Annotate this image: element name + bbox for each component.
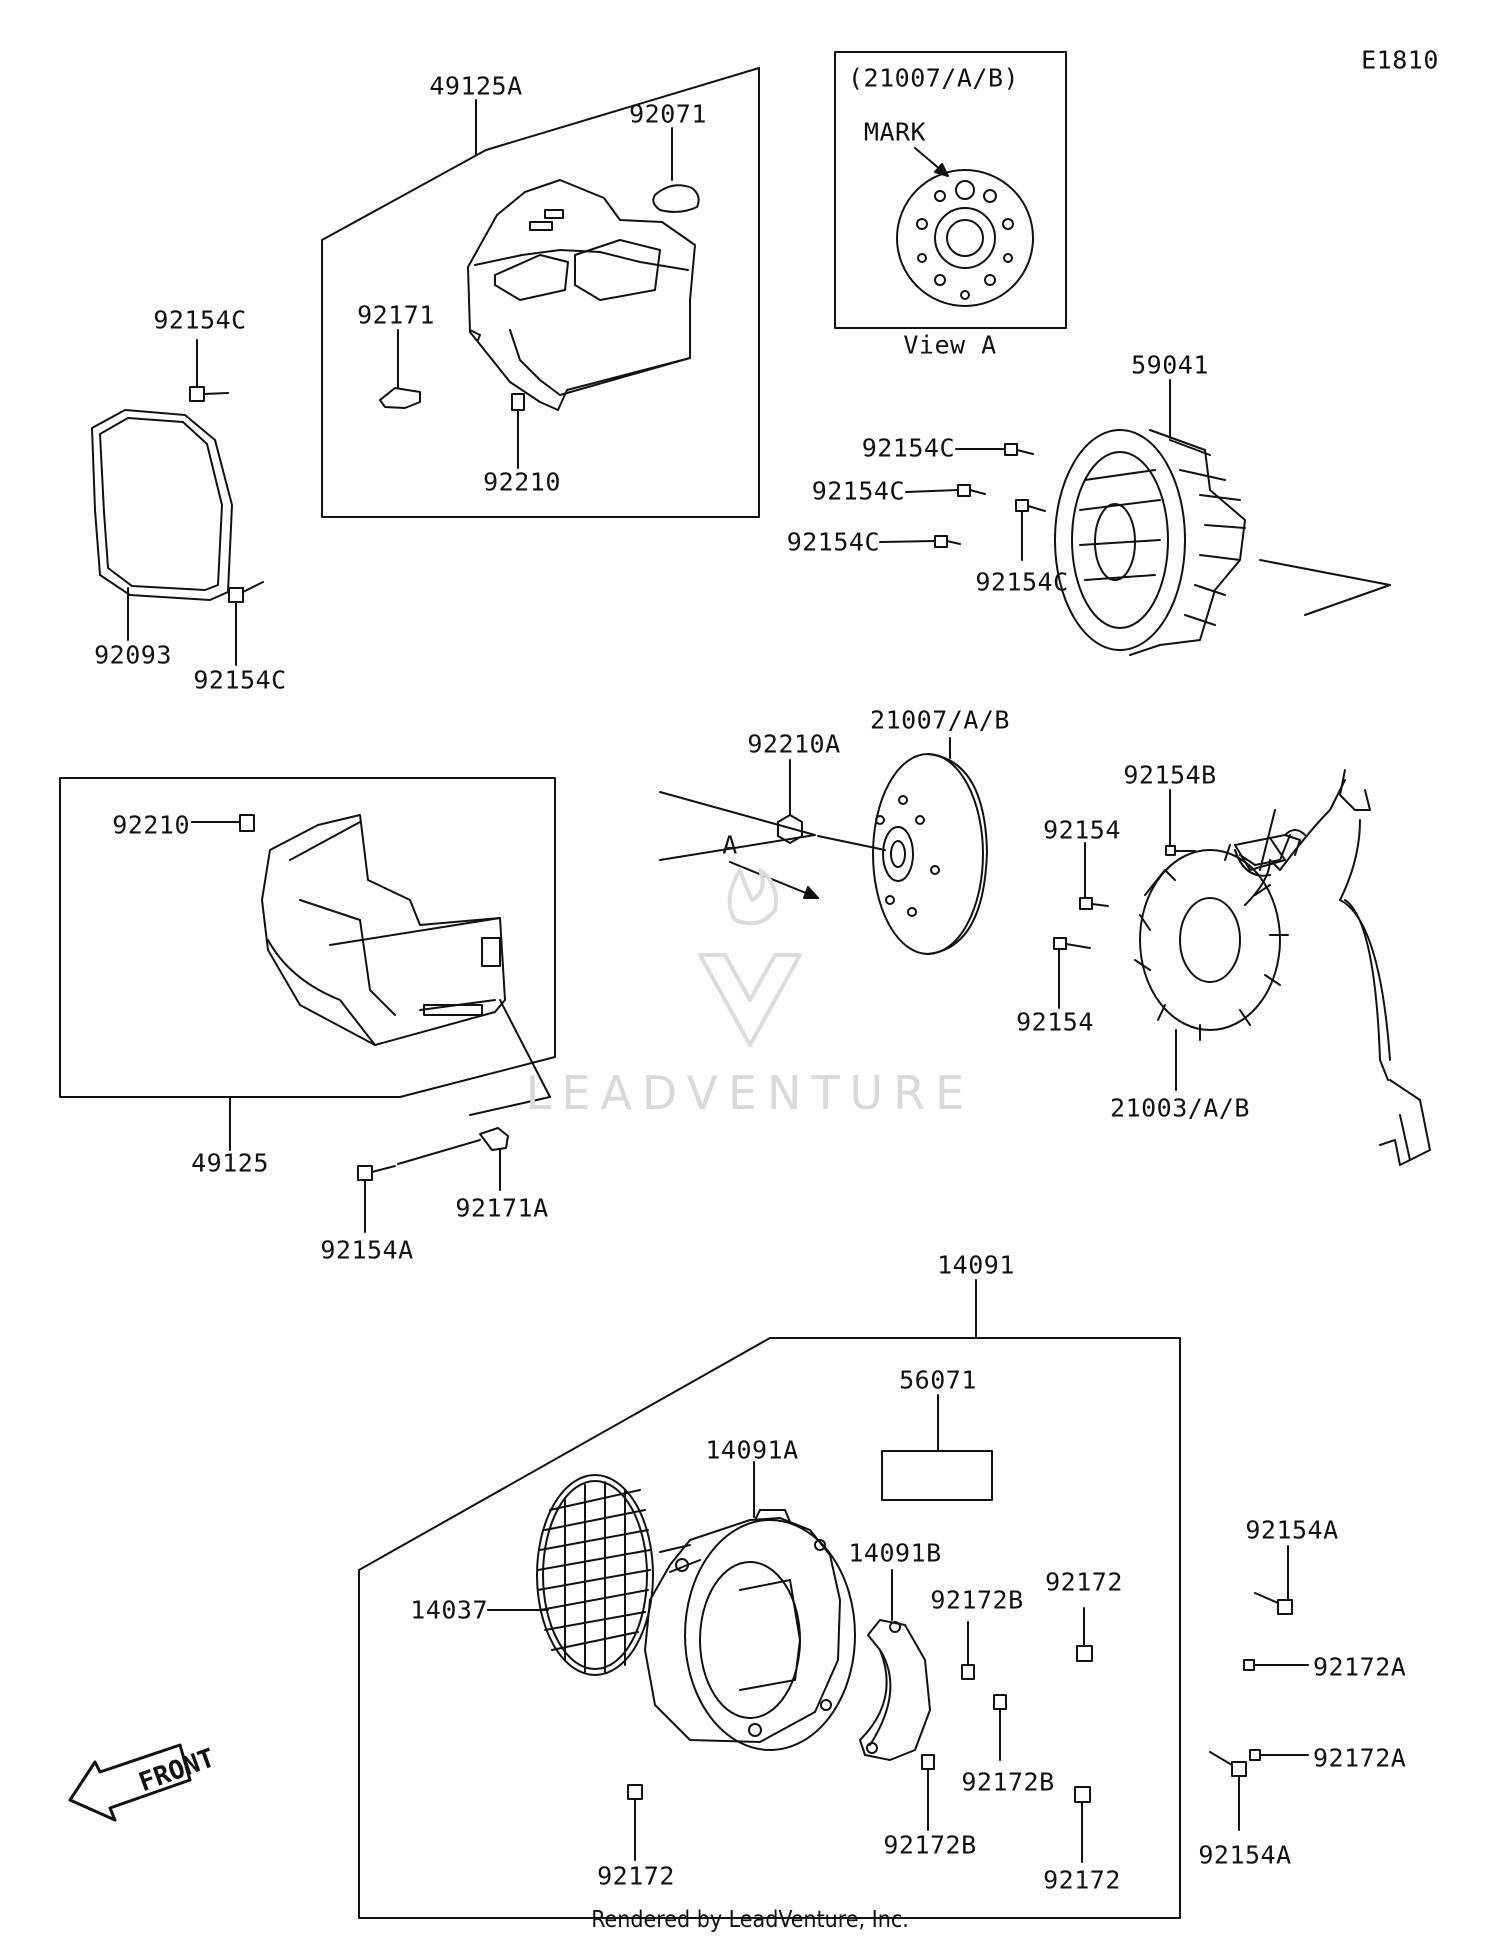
label-56071-part (881, 1394, 993, 1501)
bolt-92172A-2-part (1249, 1749, 1309, 1761)
bolt-92172A-1-part (1243, 1659, 1309, 1671)
part-label-49125A[interactable]: 49125A (429, 71, 523, 101)
part-label-92172B-2[interactable]: 92172B (961, 1767, 1055, 1797)
bolt-92154A-3-part (1209, 1751, 1247, 1831)
part-label-92154-2[interactable]: 92154 (1016, 1007, 1094, 1037)
part-label-14091[interactable]: 14091 (937, 1250, 1015, 1280)
connector-92154B-bracket (1234, 829, 1306, 871)
part-label-92172-3[interactable]: 92172 (1043, 1865, 1121, 1895)
view-a-mark: MARK (863, 117, 927, 147)
footer-credit: Rendered by LeadVenture, Inc. (591, 1907, 909, 1933)
part-label-92210-mid[interactable]: 92210 (112, 810, 190, 840)
part-label-92154C-2[interactable]: 92154C (193, 665, 287, 695)
stator-21003-part (1134, 769, 1431, 1166)
part-label-92154C-6[interactable]: 92154C (975, 567, 1069, 597)
grille-14037-part (487, 1474, 654, 1676)
part-label-92154B[interactable]: 92154B (1123, 760, 1217, 790)
part-label-92154C-4[interactable]: 92154C (811, 476, 905, 506)
part-label-92154C-1[interactable]: 92154C (153, 305, 247, 335)
bolt-92154-2-part (1053, 937, 1091, 1009)
bolt-92172-1-part (1076, 1607, 1093, 1662)
group-box-14091 (358, 1279, 1181, 1919)
part-label-49125[interactable]: 49125 (191, 1148, 269, 1178)
part-label-92210A[interactable]: 92210A (747, 729, 841, 759)
bolt-92154C-1-part (189, 339, 229, 402)
housing-14091A-part (644, 1461, 856, 1751)
nut-92210-top-part (511, 393, 525, 469)
part-label-92154A-3[interactable]: 92154A (1198, 1840, 1292, 1870)
part-label-92154C-5[interactable]: 92154C (786, 527, 880, 557)
view-a-code: (21007/A/B) (848, 63, 1020, 93)
bolt-92172B-2-part (993, 1694, 1007, 1761)
watermark-logo-icon (698, 868, 802, 1047)
part-label-14091B[interactable]: 14091B (848, 1538, 942, 1568)
part-label-59041[interactable]: 59041 (1131, 350, 1209, 380)
bolt-92172B-1-part (961, 1621, 975, 1680)
part-label-14091A[interactable]: 14091A (705, 1435, 799, 1465)
part-label-92154A-2[interactable]: 92154A (1245, 1515, 1339, 1545)
shroud-upper-part (467, 179, 696, 411)
part-label-92172B-1[interactable]: 92172B (930, 1585, 1024, 1615)
group-box-49125A (321, 67, 760, 518)
part-label-92154C-3[interactable]: 92154C (861, 433, 955, 463)
bolt-92154-1-part (1079, 842, 1109, 910)
part-label-92172B-3[interactable]: 92172B (883, 1830, 977, 1860)
bolt-92172-2-part (627, 1784, 643, 1861)
watermark-text: LEADVENTURE (525, 1066, 975, 1120)
bolt-92172B-3-part (921, 1754, 935, 1831)
view-a-box (834, 51, 1067, 329)
bolt-92154B-part (1165, 789, 1196, 856)
gasket-92093-part (91, 409, 233, 641)
view-arrow-a (729, 861, 819, 899)
diagram-code: E1810 (1361, 45, 1439, 75)
clamp-92171A-part (397, 999, 551, 1191)
part-label-92172-2[interactable]: 92172 (597, 1861, 675, 1891)
flywheel-21007-part (659, 737, 988, 955)
part-label-92172A-1[interactable]: 92172A (1313, 1652, 1407, 1682)
part-label-92093[interactable]: 92093 (94, 640, 172, 670)
fan-59041-part (1054, 379, 1391, 656)
part-label-92071[interactable]: 92071 (629, 99, 707, 129)
view-a-caption: View A (903, 330, 997, 360)
bolt-92172-3-part (1074, 1786, 1091, 1863)
nut-92210A-part (777, 759, 803, 844)
part-label-92154A-1[interactable]: 92154A (320, 1235, 414, 1265)
bolt-92154C-2-part (228, 581, 264, 666)
part-label-56071[interactable]: 56071 (899, 1365, 977, 1395)
part-label-92154-1[interactable]: 92154 (1043, 815, 1121, 845)
bolt-92154C-4-part (905, 484, 986, 497)
cover-14091B-part (859, 1569, 931, 1761)
bolt-92154C-5-part (879, 535, 961, 548)
part-label-21003[interactable]: 21003/A/B (1110, 1093, 1250, 1123)
nut-92210-mid-part (191, 814, 255, 832)
bolt-92154C-3-part (955, 443, 1034, 456)
bolt-92154A-1-part (357, 1165, 396, 1233)
clip-92171-part (379, 329, 421, 409)
bolt-92154A-2-part (1254, 1545, 1293, 1615)
front-arrow-icon (68, 1743, 192, 1822)
arrow-a-label: A (722, 830, 738, 860)
part-label-92172A-2[interactable]: 92172A (1313, 1743, 1407, 1773)
part-label-92171A[interactable]: 92171A (455, 1193, 549, 1223)
shroud-lower-part (261, 814, 506, 1046)
cap-92071-part (652, 127, 700, 213)
part-label-21007[interactable]: 21007/A/B (870, 705, 1010, 735)
part-label-92210-top[interactable]: 92210 (483, 467, 561, 497)
group-box-49125 (59, 777, 556, 1151)
part-label-92171[interactable]: 92171 (357, 300, 435, 330)
part-label-14037[interactable]: 14037 (410, 1595, 488, 1625)
bolt-92154C-6-part (1015, 499, 1046, 561)
part-label-92172-1[interactable]: 92172 (1045, 1567, 1123, 1597)
